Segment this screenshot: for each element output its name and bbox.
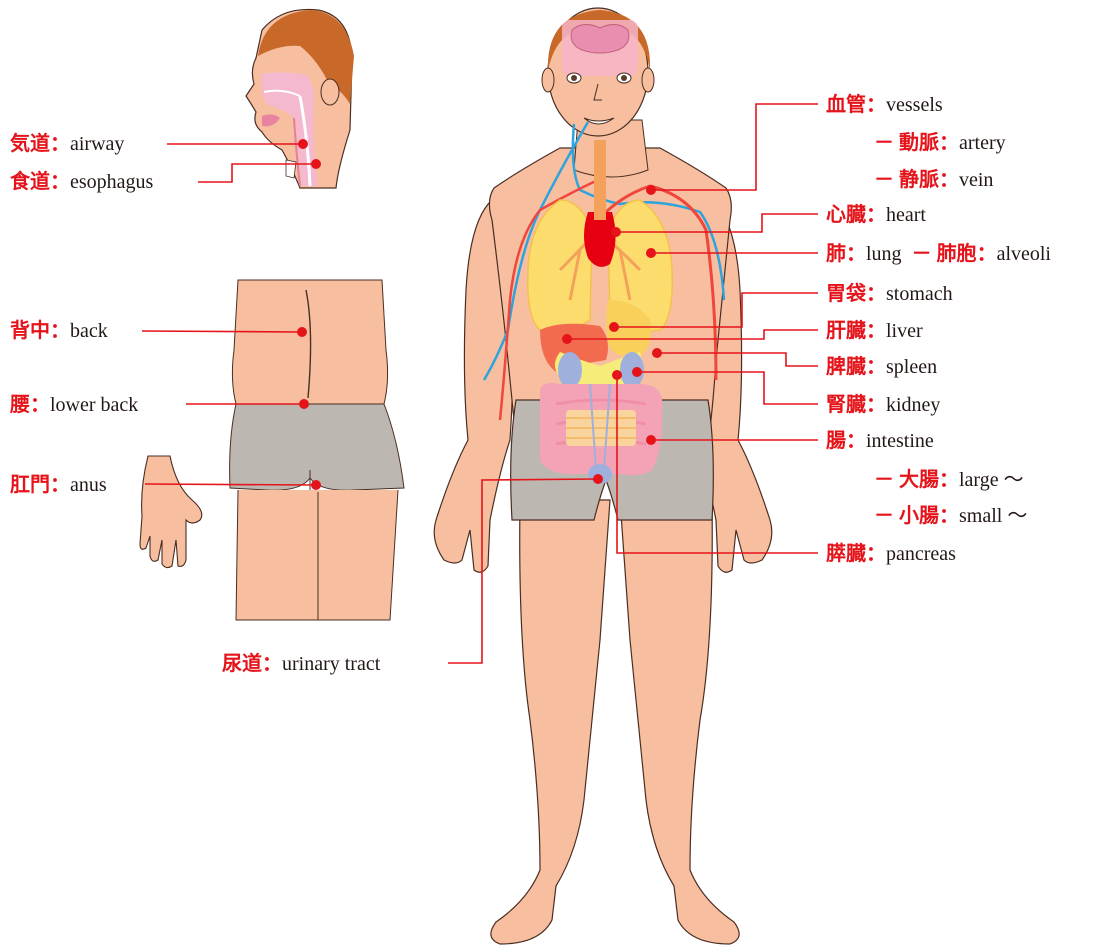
label-liver: 肝臓：liver	[826, 318, 923, 342]
label-anus: 肛門：anus	[10, 472, 107, 496]
label-airway: 気道：airway	[10, 131, 124, 155]
label-vessels: 血管：vessels	[826, 92, 943, 116]
label-small-intestine: － 小腸：small ～	[874, 503, 1027, 527]
label-back: 背中：back	[10, 318, 108, 342]
label-lower-back: 腰：lower back	[10, 392, 138, 416]
label-intestine: 腸：intestine	[826, 428, 934, 452]
label-pancreas: 膵臓：pancreas	[826, 541, 956, 565]
label-large-intestine: － 大腸：large ～	[874, 467, 1024, 491]
back-leader	[142, 331, 302, 332]
label-vein: － 静脈：vein	[874, 167, 993, 191]
label-esophagus: 食道：esophagus	[10, 169, 153, 193]
anus-leader	[145, 484, 316, 485]
label-urinary-tract: 尿道：urinary tract	[222, 651, 380, 675]
label-lung: 肺：lung － 肺胞：alveoli	[826, 241, 1051, 265]
label-spleen: 脾臓：spleen	[826, 354, 937, 378]
label-heart: 心臓：heart	[826, 202, 926, 226]
hand-illustration	[140, 456, 202, 568]
label-artery: － 動脈：artery	[874, 130, 1006, 154]
head-profile	[246, 9, 354, 188]
front-body	[434, 8, 772, 944]
label-kidney: 腎臓：kidney	[826, 392, 940, 416]
label-stomach: 胃袋：stomach	[826, 281, 953, 305]
